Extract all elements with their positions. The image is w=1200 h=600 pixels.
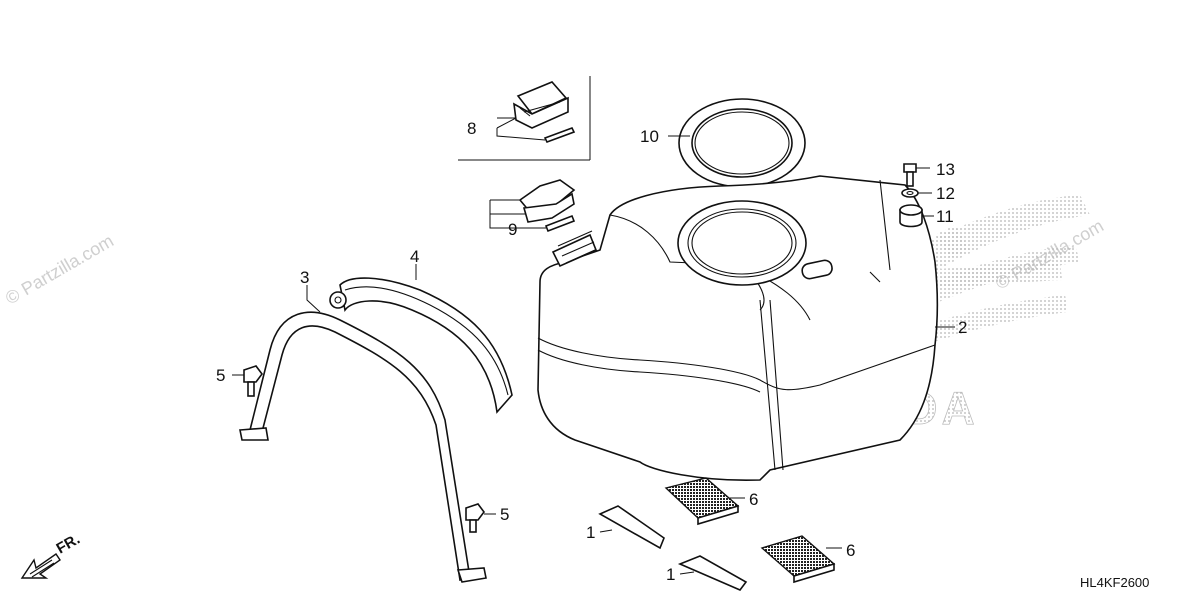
part-6-pad-upper [664,477,745,526]
part-4-rubber-strap [329,264,513,414]
callout-1-lower: 1 [666,565,675,584]
callout-12: 12 [936,184,955,203]
part-10-lock-ring [668,98,806,188]
callout-3: 3 [300,268,309,287]
front-direction-arrow: FR. [20,531,83,579]
drawing-code: HL4KF2600 [1080,575,1149,590]
part-5-bolt-upper [232,365,263,397]
callout-13: 13 [936,160,955,179]
callout-8: 8 [467,119,476,138]
part-1-strip-upper [598,505,665,550]
callout-5-upper: 5 [216,366,225,385]
part-9-cap [489,179,576,233]
callout-1-upper: 1 [586,523,595,542]
callout-11: 11 [936,207,954,226]
watermark-left: © Partzilla.com [2,230,117,308]
callout-2: 2 [958,318,967,337]
part-1-strip-lower [677,555,748,591]
callout-10: 10 [640,127,659,146]
part-8-inset [458,76,591,161]
part-12-washer [901,188,932,198]
front-label: FR. [54,531,83,558]
part-13-bolt [903,163,930,187]
callout-6-upper: 6 [749,490,758,509]
callout-6-lower: 6 [846,541,855,560]
part-5-bolt-lower [465,503,496,533]
part-2-fuel-tank [537,175,955,482]
callout-5-lower: 5 [500,505,509,524]
part-11-rubber-mount [899,204,934,228]
callout-4: 4 [410,247,419,266]
part-3-tank-band [239,285,487,583]
callout-9: 9 [508,220,517,239]
part-6-pad-lower [760,535,842,584]
